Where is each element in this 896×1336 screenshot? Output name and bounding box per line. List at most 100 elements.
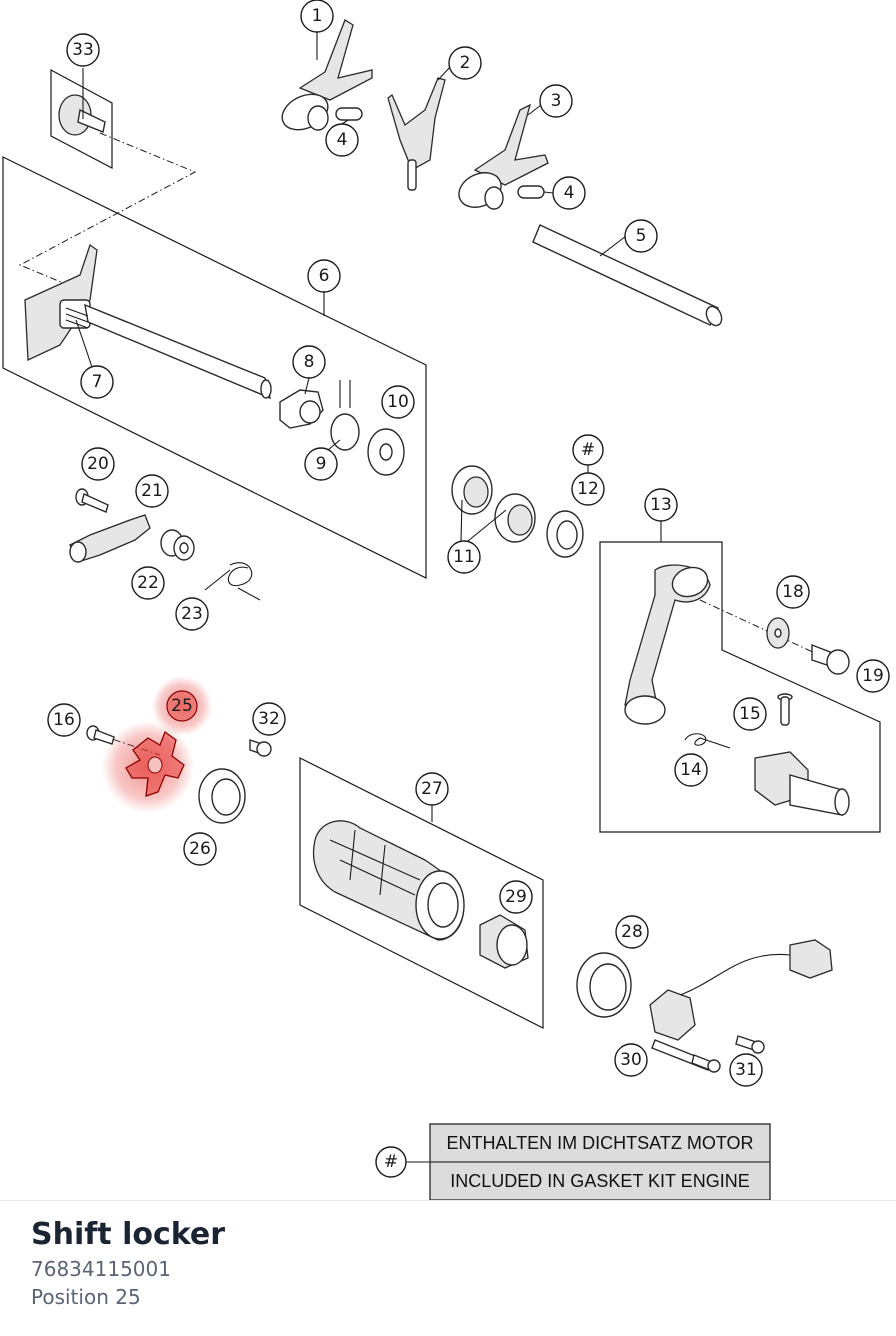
shift-star-33 <box>58 94 106 136</box>
callout-7[interactable]: 7 <box>80 365 114 399</box>
callout-27[interactable]: 27 <box>415 772 449 806</box>
shift-locker-25[interactable] <box>125 730 185 797</box>
callout-12[interactable]: 12 <box>571 472 605 506</box>
shift-lever-13 <box>624 564 711 725</box>
svg-text:22: 22 <box>137 573 159 593</box>
svg-text:2: 2 <box>460 53 471 73</box>
svg-text:19: 19 <box>862 666 884 686</box>
part-title: Shift locker <box>31 1217 226 1252</box>
svg-text:13: 13 <box>650 495 672 515</box>
svg-text:18: 18 <box>782 582 804 602</box>
pin-15 <box>777 693 793 726</box>
shift-drum-frame <box>299 757 544 1029</box>
highlight-glow-callout-25 <box>152 676 212 736</box>
svg-text:26: 26 <box>189 839 211 859</box>
callout-16[interactable]: 16 <box>47 703 81 737</box>
washer-18 <box>766 617 790 649</box>
screw-19 <box>811 643 850 675</box>
callout-13[interactable]: 13 <box>644 488 678 522</box>
exploded-parts-diagram: 1 2 3 4 4 5 6 7 8 9 10 # 12 11 13 18 19 … <box>2 0 890 1200</box>
callout-31[interactable]: 31 <box>729 1053 763 1087</box>
callout-10[interactable]: 10 <box>381 385 415 419</box>
callout-30[interactable]: 30 <box>614 1043 648 1077</box>
washer-10 <box>367 428 405 476</box>
leader-lines <box>75 30 662 1163</box>
callout-32[interactable]: 32 <box>252 702 286 736</box>
callout-11[interactable]: 11 <box>447 540 481 574</box>
clip-9 <box>330 380 360 451</box>
callout-28[interactable]: 28 <box>615 915 649 949</box>
screw-31 <box>735 1035 765 1054</box>
legend: # ENTHALTEN IM DICHTSATZ MOTOR INCLUDED … <box>375 1123 771 1200</box>
guide-pin-4b <box>517 185 545 199</box>
shift-fork-shaft-5 <box>532 224 723 327</box>
callout-14[interactable]: 14 <box>674 753 708 787</box>
svg-text:12: 12 <box>577 479 599 499</box>
screw-16 <box>86 725 115 745</box>
svg-text:21: 21 <box>141 481 163 501</box>
callout-4b[interactable]: 4 <box>552 176 586 210</box>
svg-text:29: 29 <box>505 887 527 907</box>
svg-text:#: # <box>581 440 595 460</box>
callout-23[interactable]: 23 <box>175 597 209 631</box>
svg-text:25: 25 <box>171 696 193 716</box>
svg-text:31: 31 <box>735 1060 757 1080</box>
retaining-8 <box>279 389 324 429</box>
callout-22[interactable]: 22 <box>131 566 165 600</box>
screw-32 <box>249 739 272 757</box>
svg-text:23: 23 <box>181 604 203 624</box>
shift-drum-27 <box>312 820 465 941</box>
callout-26[interactable]: 26 <box>183 832 217 866</box>
svg-text:32: 32 <box>258 709 280 729</box>
alignment-line-18 <box>699 599 831 661</box>
svg-text:14: 14 <box>680 760 702 780</box>
callout-1[interactable]: 1 <box>300 0 334 33</box>
svg-text:4: 4 <box>564 183 575 203</box>
svg-text:3: 3 <box>551 91 562 111</box>
shaft-seal-12 <box>546 510 584 558</box>
shift-lever-end-piece <box>754 751 850 816</box>
shift-drum-cam-29 <box>479 914 529 969</box>
callout-21[interactable]: 21 <box>135 474 169 508</box>
seal-ring-26 <box>198 768 246 824</box>
callout-15[interactable]: 15 <box>733 697 767 731</box>
callout-18[interactable]: 18 <box>776 575 810 609</box>
svg-text:11: 11 <box>453 547 475 567</box>
svg-text:27: 27 <box>421 779 443 799</box>
needle-bearing-11b <box>494 493 536 543</box>
callout-hash[interactable]: # <box>572 434 604 466</box>
svg-text:1: 1 <box>312 6 323 26</box>
callout-8[interactable]: 8 <box>292 345 326 379</box>
callout-5[interactable]: 5 <box>624 219 658 253</box>
part-position: Position 25 <box>31 1285 141 1309</box>
callout-25[interactable]: 25 <box>166 690 198 722</box>
callout-9[interactable]: 9 <box>304 447 338 481</box>
svg-text:9: 9 <box>316 454 327 474</box>
svg-text:15: 15 <box>739 704 761 724</box>
callout-33[interactable]: 33 <box>66 33 100 67</box>
callout-4a[interactable]: 4 <box>325 123 359 157</box>
part-number: 76834115001 <box>31 1257 171 1281</box>
callout-6[interactable]: 6 <box>307 259 341 293</box>
callout-29[interactable]: 29 <box>499 880 533 914</box>
guide-pin-4a <box>335 107 363 121</box>
svg-text:8: 8 <box>304 352 315 372</box>
svg-text:16: 16 <box>53 710 75 730</box>
part-info-panel: Shift locker 76834115001 Position 25 <box>0 1200 896 1336</box>
screw-30b <box>691 1054 721 1073</box>
svg-text:10: 10 <box>387 392 409 412</box>
svg-text:4: 4 <box>337 130 348 150</box>
shift-fork-3 <box>458 103 549 210</box>
bushing-22 <box>160 529 195 561</box>
shift-shaft-frame <box>2 156 427 579</box>
svg-text:7: 7 <box>92 372 103 392</box>
callout-2[interactable]: 2 <box>448 46 482 80</box>
callout-3[interactable]: 3 <box>539 84 573 118</box>
lever-21 <box>69 514 151 563</box>
svg-text:#: # <box>384 1152 398 1172</box>
svg-text:30: 30 <box>620 1050 642 1070</box>
legend-line-de: ENTHALTEN IM DICHTSATZ MOTOR <box>446 1133 753 1153</box>
callout-20[interactable]: 20 <box>81 447 115 481</box>
callout-19[interactable]: 19 <box>856 659 890 693</box>
seal-ring-28 <box>576 952 632 1018</box>
